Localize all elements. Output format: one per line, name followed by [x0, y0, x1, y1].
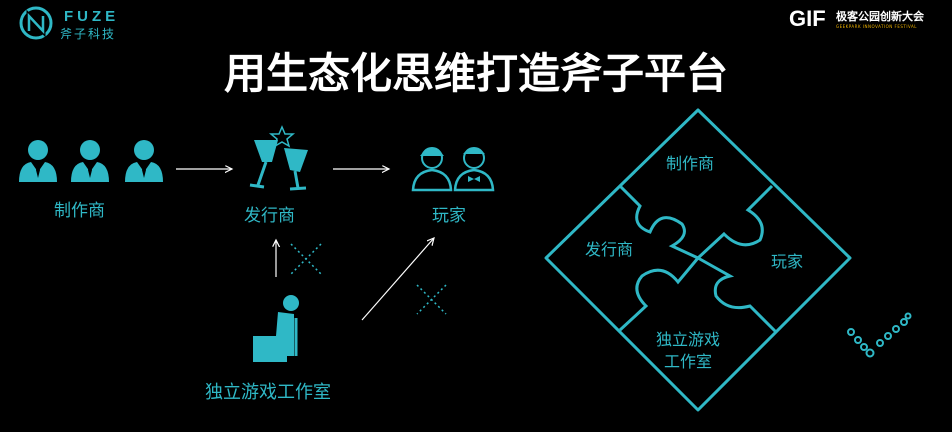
event-logo: GIF — [789, 6, 826, 31]
puzzle-label-publisher: 发行商 — [585, 240, 634, 259]
label-indie-studio: 独立游戏工作室 — [205, 382, 331, 403]
event-name-en: GEEKPARK INNOVATION FESTIVAL — [836, 24, 917, 29]
fuze-logo-icon — [19, 6, 53, 40]
producer-icon — [19, 140, 163, 182]
puzzle-label-indie-line2: 工作室 — [664, 352, 713, 371]
label-player: 玩家 — [432, 206, 466, 226]
player-couple-icon — [411, 147, 495, 192]
brand-name: FUZE — [64, 8, 120, 25]
dotted-cross-icon — [416, 284, 447, 315]
puzzle-label-indie-line1: 独立游戏 — [656, 330, 721, 349]
label-producer: 制作商 — [54, 201, 105, 221]
decorative-dots — [847, 312, 912, 358]
puzzle-label-producer: 制作商 — [666, 154, 715, 173]
puzzle-diamond — [544, 108, 852, 412]
arrow-indie-to-player — [361, 238, 434, 321]
dotted-cross-icon — [290, 243, 322, 275]
publisher-cheers-icon — [249, 125, 308, 191]
indie-studio-icon — [253, 295, 299, 362]
label-publisher: 发行商 — [244, 206, 295, 226]
event-name-cn: 极客公园创新大会 — [836, 10, 924, 23]
page-title: 用生态化思维打造斧子平台 — [223, 49, 728, 98]
puzzle-label-player: 玩家 — [771, 252, 804, 271]
brand-name-cn: 斧子科技 — [60, 27, 117, 41]
